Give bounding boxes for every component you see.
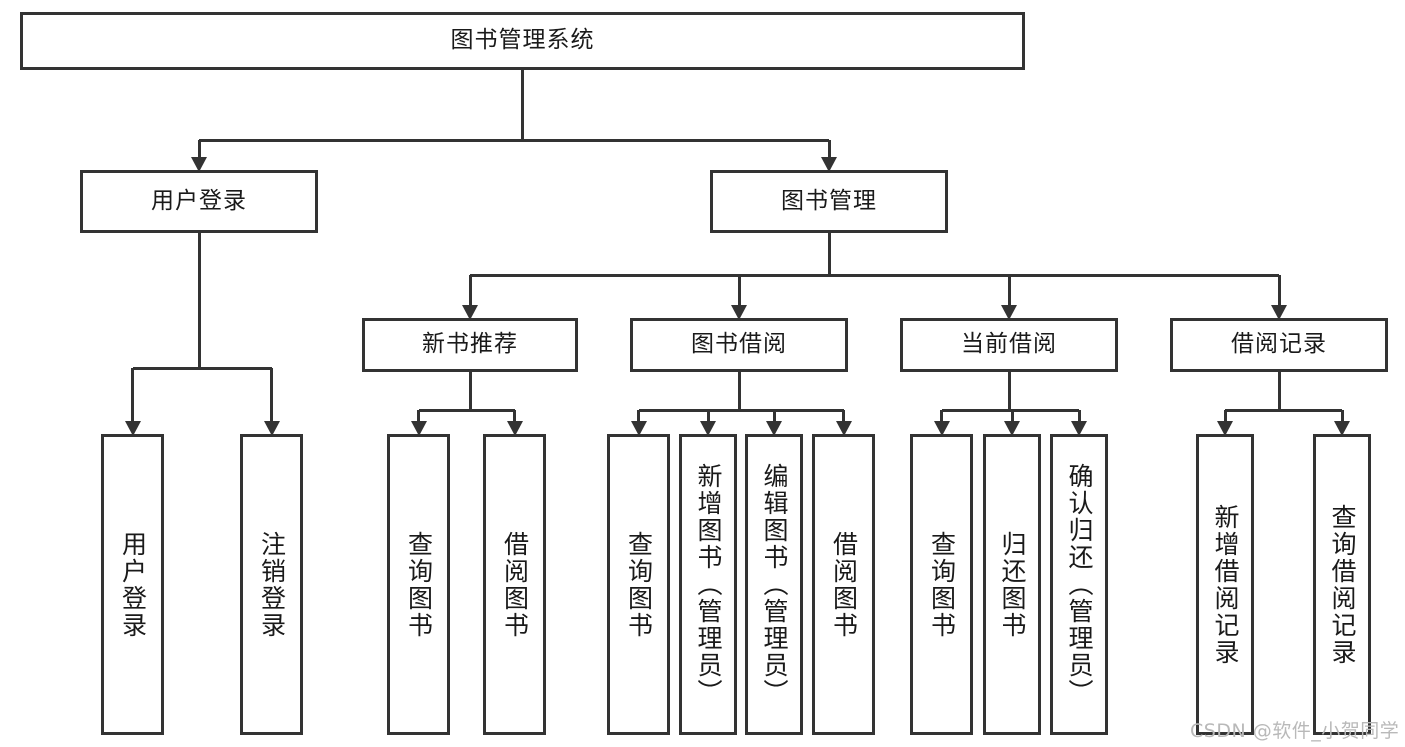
- node-label: 借阅记录: [1231, 331, 1327, 358]
- node-label: 查询借阅记录: [1328, 503, 1357, 666]
- node-leaf-cb-return-book[interactable]: 归还图书: [983, 434, 1041, 735]
- arrow-head-icon: [1071, 421, 1087, 436]
- connector-trunk: [1277, 372, 1281, 410]
- connector-bus: [199, 138, 829, 142]
- connector-branch: [842, 410, 845, 421]
- connector-branch: [270, 368, 273, 421]
- connector-branch: [637, 410, 640, 421]
- connector-branch: [940, 410, 943, 421]
- arrow-head-icon: [1217, 421, 1233, 436]
- arrow-head-icon: [630, 421, 647, 436]
- node-label: 归还图书: [998, 530, 1027, 639]
- connector-bus: [1225, 408, 1342, 412]
- node-label: 编辑图书（管理员）: [760, 463, 789, 706]
- connector-branch: [417, 410, 420, 421]
- node-label: 查询图书: [624, 530, 654, 639]
- arrow-head-icon: [263, 421, 280, 436]
- arrow-head-icon: [835, 421, 852, 436]
- connector-branch: [1010, 410, 1014, 421]
- connector-bus: [638, 408, 844, 412]
- node-leaf-cb-query-book[interactable]: 查询图书: [910, 434, 973, 735]
- arrow-head-icon: [700, 421, 716, 436]
- connector-branch: [197, 140, 201, 157]
- connector-branch: [706, 410, 710, 421]
- arrow-head-icon: [506, 421, 523, 436]
- node-book-borrow[interactable]: 图书借阅: [630, 318, 848, 372]
- csdn-watermark: CSDN @软件_小贺同学: [1190, 720, 1400, 742]
- node-leaf-rec-query-book[interactable]: 查询图书: [387, 434, 450, 735]
- node-current-borrow[interactable]: 当前借阅: [900, 318, 1118, 372]
- node-new-book-rec[interactable]: 新书推荐: [362, 318, 578, 372]
- arrow-head-icon: [1004, 421, 1020, 436]
- node-label: 新增借阅记录: [1211, 503, 1240, 666]
- arrow-head-icon: [124, 421, 141, 436]
- arrow-head-icon: [1271, 305, 1287, 320]
- connector-bus: [418, 408, 515, 412]
- node-label: 图书管理: [781, 187, 877, 214]
- arrow-head-icon: [821, 157, 837, 172]
- connector-branch: [772, 410, 776, 421]
- node-leaf-user-login[interactable]: 用户登录: [101, 434, 164, 735]
- connector-branch: [1340, 410, 1344, 421]
- node-label: 新书推荐: [422, 331, 518, 358]
- node-leaf-bb-edit-book[interactable]: 编辑图书（管理员）: [745, 434, 803, 735]
- connector-trunk: [1007, 372, 1011, 410]
- connector-branch: [827, 140, 831, 157]
- connector-trunk: [521, 70, 524, 140]
- arrow-head-icon: [1001, 305, 1017, 320]
- arrow-head-icon: [933, 421, 950, 436]
- arrow-head-icon: [731, 305, 747, 320]
- node-leaf-bb-borrow-book[interactable]: 借阅图书: [812, 434, 875, 735]
- connector-trunk: [468, 372, 472, 410]
- connector-branch: [1277, 275, 1281, 305]
- node-label: 用户登录: [151, 187, 247, 214]
- node-label: 查询图书: [404, 530, 434, 639]
- node-label: 注销登录: [257, 530, 287, 639]
- node-leaf-br-add-record[interactable]: 新增借阅记录: [1196, 434, 1254, 735]
- node-user-login[interactable]: 用户登录: [80, 170, 318, 233]
- node-label: 用户登录: [118, 530, 148, 639]
- connector-branch: [1223, 410, 1227, 421]
- node-leaf-cb-confirm[interactable]: 确认归还（管理员）: [1050, 434, 1108, 735]
- node-label: 图书管理系统: [450, 27, 595, 54]
- node-leaf-bb-add-book[interactable]: 新增图书（管理员）: [679, 434, 737, 735]
- arrow-head-icon: [1334, 421, 1350, 436]
- connector-branch: [131, 368, 134, 421]
- node-label: 借阅图书: [829, 530, 859, 639]
- node-book-manage[interactable]: 图书管理: [710, 170, 948, 233]
- connector-branch: [468, 275, 472, 305]
- node-leaf-user-logout[interactable]: 注销登录: [240, 434, 303, 735]
- connector-trunk: [827, 233, 831, 275]
- connector-bus: [470, 273, 1279, 277]
- arrow-head-icon: [191, 157, 207, 172]
- connector-trunk: [197, 233, 201, 368]
- connector-bus: [132, 366, 272, 370]
- node-label: 查询图书: [927, 530, 957, 639]
- arrow-head-icon: [766, 421, 782, 436]
- node-label: 借阅图书: [500, 530, 530, 639]
- connector-trunk: [737, 372, 741, 410]
- connector-bus: [941, 408, 1079, 412]
- node-label: 新增图书（管理员）: [694, 463, 723, 706]
- node-root[interactable]: 图书管理系统: [20, 12, 1025, 70]
- arrow-head-icon: [410, 421, 427, 436]
- node-leaf-rec-borrow-book[interactable]: 借阅图书: [483, 434, 546, 735]
- connector-branch: [513, 410, 516, 421]
- connector-branch: [737, 275, 741, 305]
- node-leaf-br-query-record[interactable]: 查询借阅记录: [1313, 434, 1371, 735]
- node-borrow-record[interactable]: 借阅记录: [1170, 318, 1388, 372]
- arrow-head-icon: [462, 305, 478, 320]
- node-label: 图书借阅: [691, 331, 787, 358]
- connector-branch: [1007, 275, 1011, 305]
- node-label: 确认归还（管理员）: [1065, 463, 1094, 706]
- node-label: 当前借阅: [961, 331, 1057, 358]
- node-leaf-bb-query-book[interactable]: 查询图书: [607, 434, 670, 735]
- connector-branch: [1077, 410, 1081, 421]
